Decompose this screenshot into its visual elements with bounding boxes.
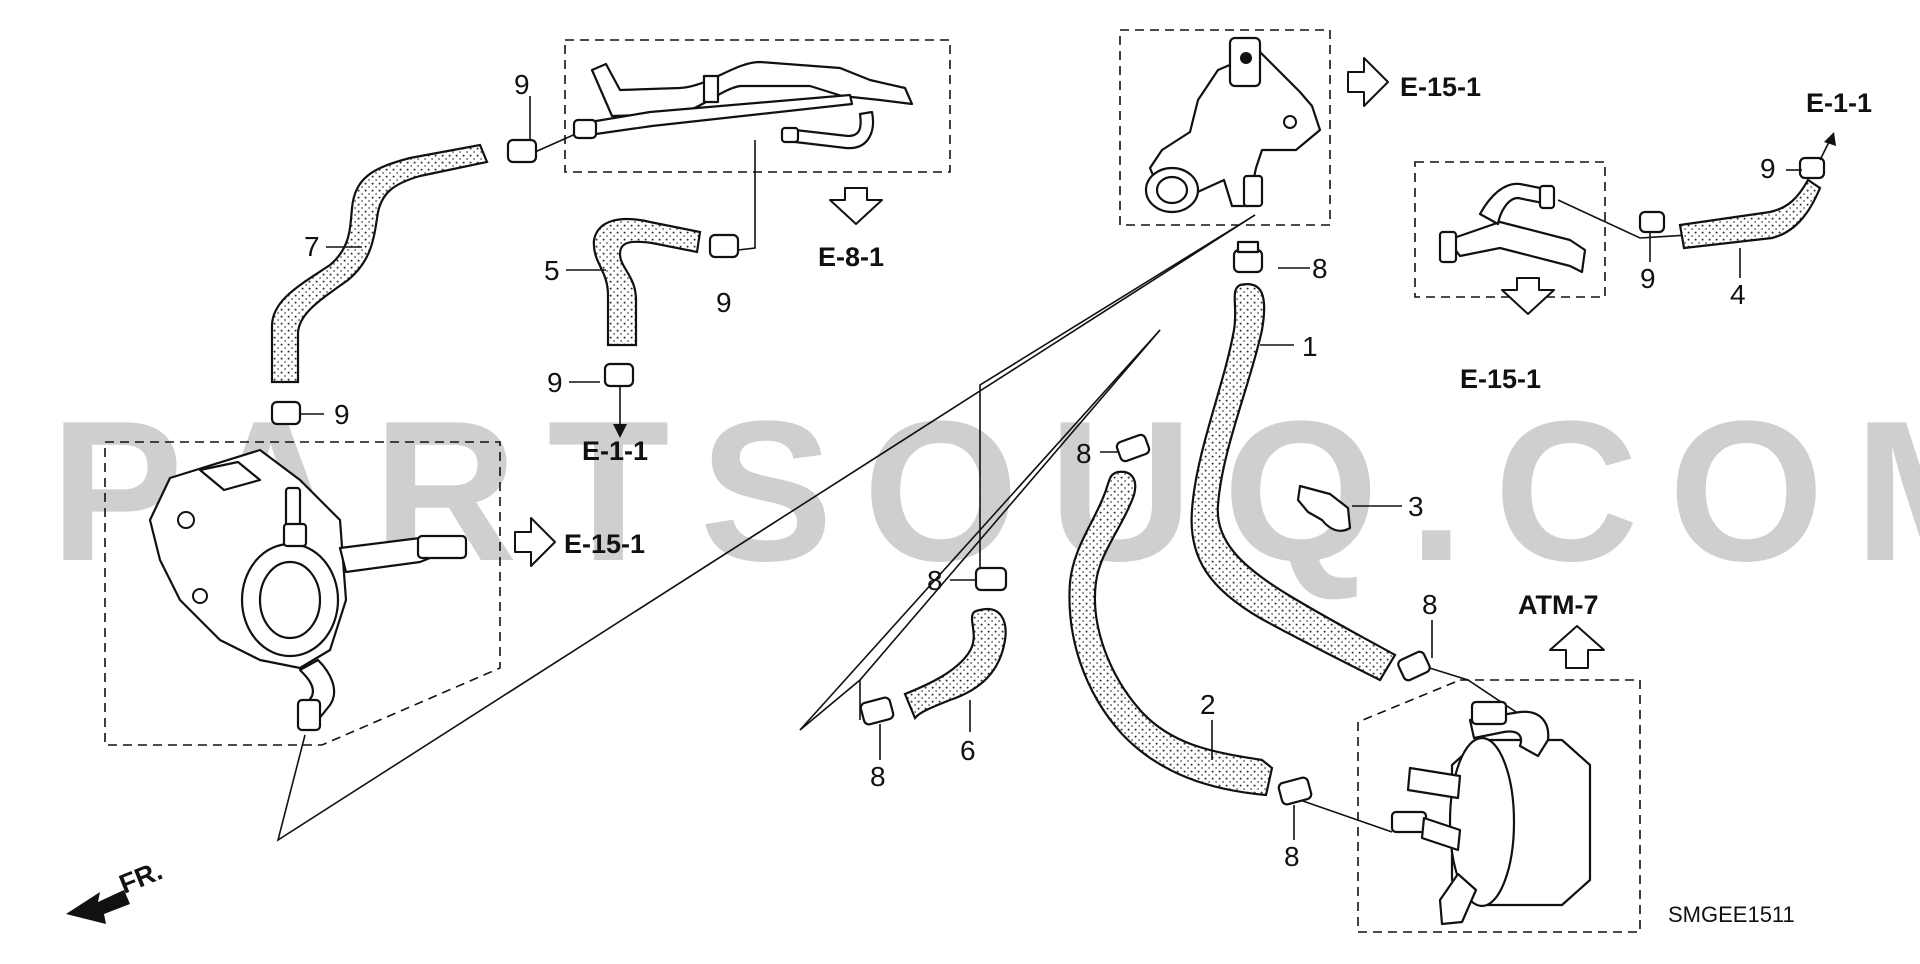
ref-e-15-1: E-15-1	[564, 529, 645, 559]
box-thermostat-housing	[1119, 29, 1331, 226]
hose-6	[903, 607, 1007, 721]
ref-e-15-1: E-15-1	[1400, 72, 1481, 102]
clamp-8	[974, 566, 1008, 592]
hose-4	[1678, 178, 1822, 250]
clamp-8	[1397, 650, 1431, 682]
part-number-1: 1	[1302, 331, 1318, 362]
part-number-9: 9	[334, 399, 350, 430]
ref-e-1-1: E-1-1	[582, 436, 648, 466]
front-direction-indicator: FR.	[66, 855, 167, 924]
arrow-down-icon	[829, 187, 883, 225]
connection-line	[534, 131, 581, 153]
clamp-8	[1232, 240, 1264, 274]
connection-line	[1299, 799, 1393, 833]
ref-e-8-1: E-8-1	[818, 242, 884, 272]
front-label: FR.	[115, 855, 167, 899]
part-number-8: 8	[1076, 438, 1092, 469]
hose-1	[1190, 282, 1397, 682]
hose-2	[1068, 470, 1274, 797]
clamp-9	[270, 400, 302, 426]
clamp-9	[506, 138, 538, 164]
part-number-8: 8	[1284, 841, 1300, 872]
ref-atm-7: ATM-7	[1518, 590, 1599, 620]
clamp-9	[1798, 156, 1826, 180]
hose-7	[270, 143, 489, 384]
part-number-9: 9	[716, 287, 732, 318]
part-number-6: 6	[960, 735, 976, 766]
clamp-8	[1115, 433, 1151, 463]
part-number-9: 9	[1640, 263, 1656, 294]
connection-line	[737, 140, 756, 251]
connection-line	[799, 329, 1161, 731]
hose-5	[592, 218, 702, 347]
part-number-9: 9	[1760, 153, 1776, 184]
arrow-right-icon	[1347, 57, 1389, 107]
part-number-8: 8	[1312, 253, 1328, 284]
diagram-code: SMGEE1511	[1668, 902, 1795, 927]
clamp-8	[1277, 776, 1313, 806]
box-atf-cooler	[1357, 679, 1641, 933]
clamp-9	[603, 362, 635, 388]
part-number-8: 8	[1422, 589, 1438, 620]
part-number-2: 2	[1200, 689, 1216, 720]
arrow-up-icon	[1549, 625, 1605, 669]
part-number-9: 9	[514, 69, 530, 100]
box-pipe-top	[564, 39, 951, 173]
ref-e-15-1: E-15-1	[1460, 364, 1541, 394]
throttle-body	[148, 448, 468, 732]
arrow-down-icon	[1501, 277, 1555, 315]
part-number-3: 3	[1408, 491, 1424, 522]
arrow-down-icon	[613, 424, 627, 438]
connection-line	[276, 214, 1256, 842]
part-number-5: 5	[544, 255, 560, 286]
part-number-8: 8	[927, 565, 943, 596]
atf-cooler	[1390, 700, 1592, 926]
bypass-pipe	[1438, 182, 1587, 274]
part-number-7: 7	[304, 231, 320, 262]
water-pipe-assembly	[572, 60, 914, 150]
arrow-right-icon	[514, 517, 556, 567]
clamp-9	[708, 233, 740, 259]
arrow-up-icon	[1824, 132, 1836, 146]
box-throttle-body	[104, 441, 501, 746]
thermostat-housing	[1144, 36, 1322, 214]
connection-line	[979, 214, 1256, 580]
clip-3	[1296, 484, 1352, 532]
ref-e-1-1: E-1-1	[1806, 88, 1872, 118]
part-number-8: 8	[870, 761, 886, 792]
part-number-4: 4	[1730, 279, 1746, 310]
clamp-8	[859, 696, 895, 726]
part-number-9: 9	[547, 367, 563, 398]
clamp-9	[1638, 210, 1666, 234]
